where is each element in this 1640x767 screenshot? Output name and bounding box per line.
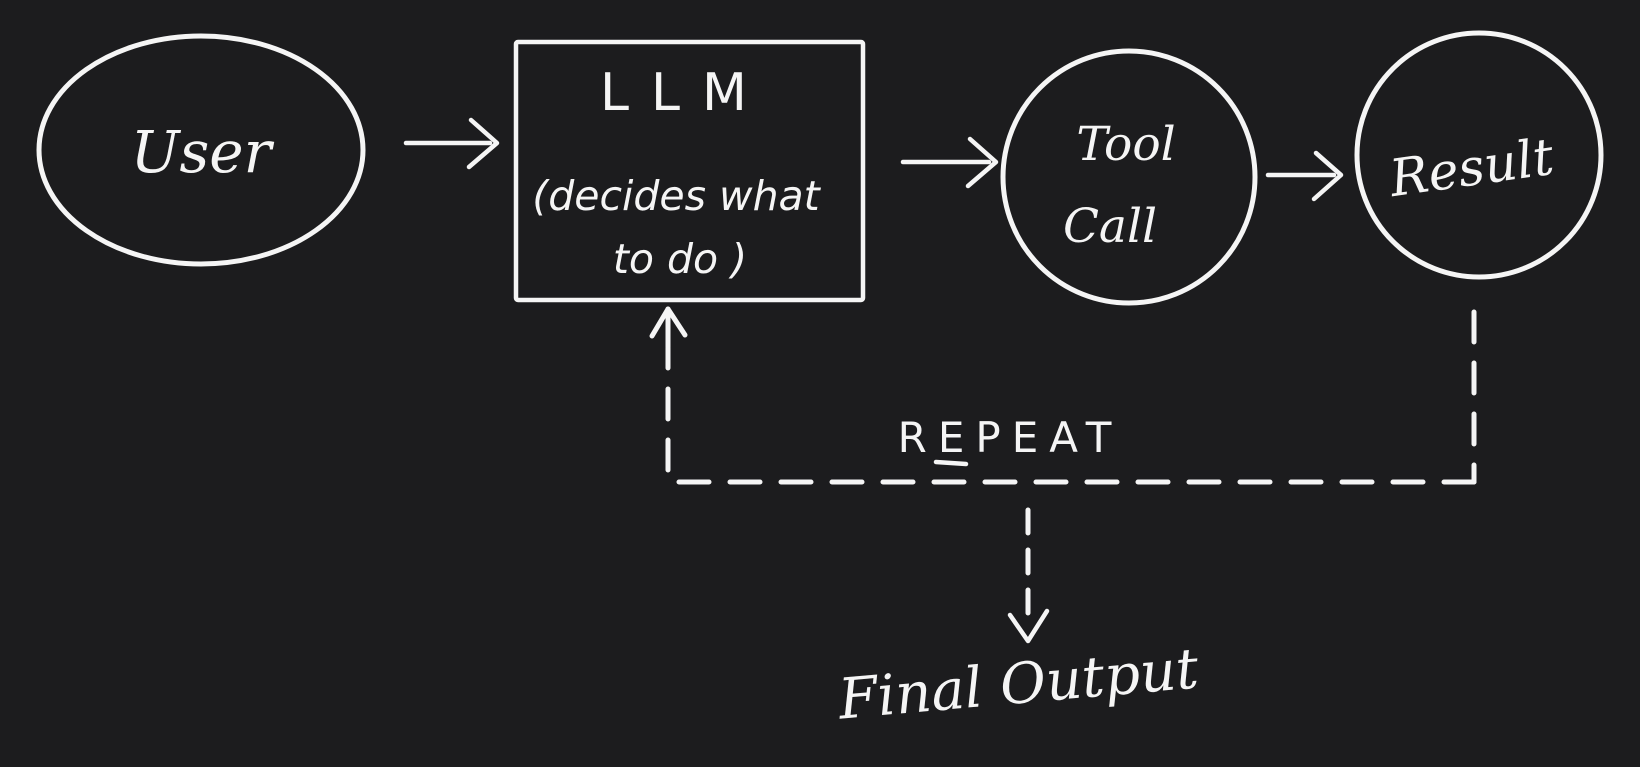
llm-title: LLM (600, 63, 769, 123)
llm-subtitle-line1: (decides what (532, 172, 821, 220)
tool-call-line2: Call (1063, 199, 1157, 254)
edge-user-to-llm (403, 117, 500, 170)
edge-llm-to-tool-call (900, 136, 999, 189)
result-label: Result (1385, 128, 1558, 210)
tool-call-circle (1000, 48, 1258, 306)
arrow-head (466, 117, 500, 170)
final-output-label: Final Output (835, 636, 1202, 732)
llm-box (513, 39, 866, 303)
llm-subtitle-line2: to do ) (613, 235, 747, 283)
edge-tool-call-to-result (1265, 150, 1344, 202)
arrow-head (965, 136, 999, 189)
repeat-underline (933, 459, 969, 467)
user-label: User (131, 118, 275, 186)
node-user: User (36, 33, 366, 267)
tool-call-line1: Tool (1076, 117, 1175, 172)
result-circle (1354, 30, 1604, 280)
arrow-head (1311, 150, 1344, 202)
user-ellipse (36, 33, 366, 267)
node-tool-call: Tool Call (1000, 48, 1258, 306)
edge-result-to-llm-loop: REPEAT (649, 306, 1477, 485)
node-llm: LLM (decides what to do ) (513, 39, 866, 303)
edge-loop-to-final-output: Final Output (835, 507, 1202, 733)
repeat-label: REPEAT (898, 413, 1123, 462)
loop-arrow-head-up (649, 306, 688, 339)
final-output-arrow-head-down (1007, 608, 1050, 644)
node-result: Result (1354, 30, 1604, 280)
